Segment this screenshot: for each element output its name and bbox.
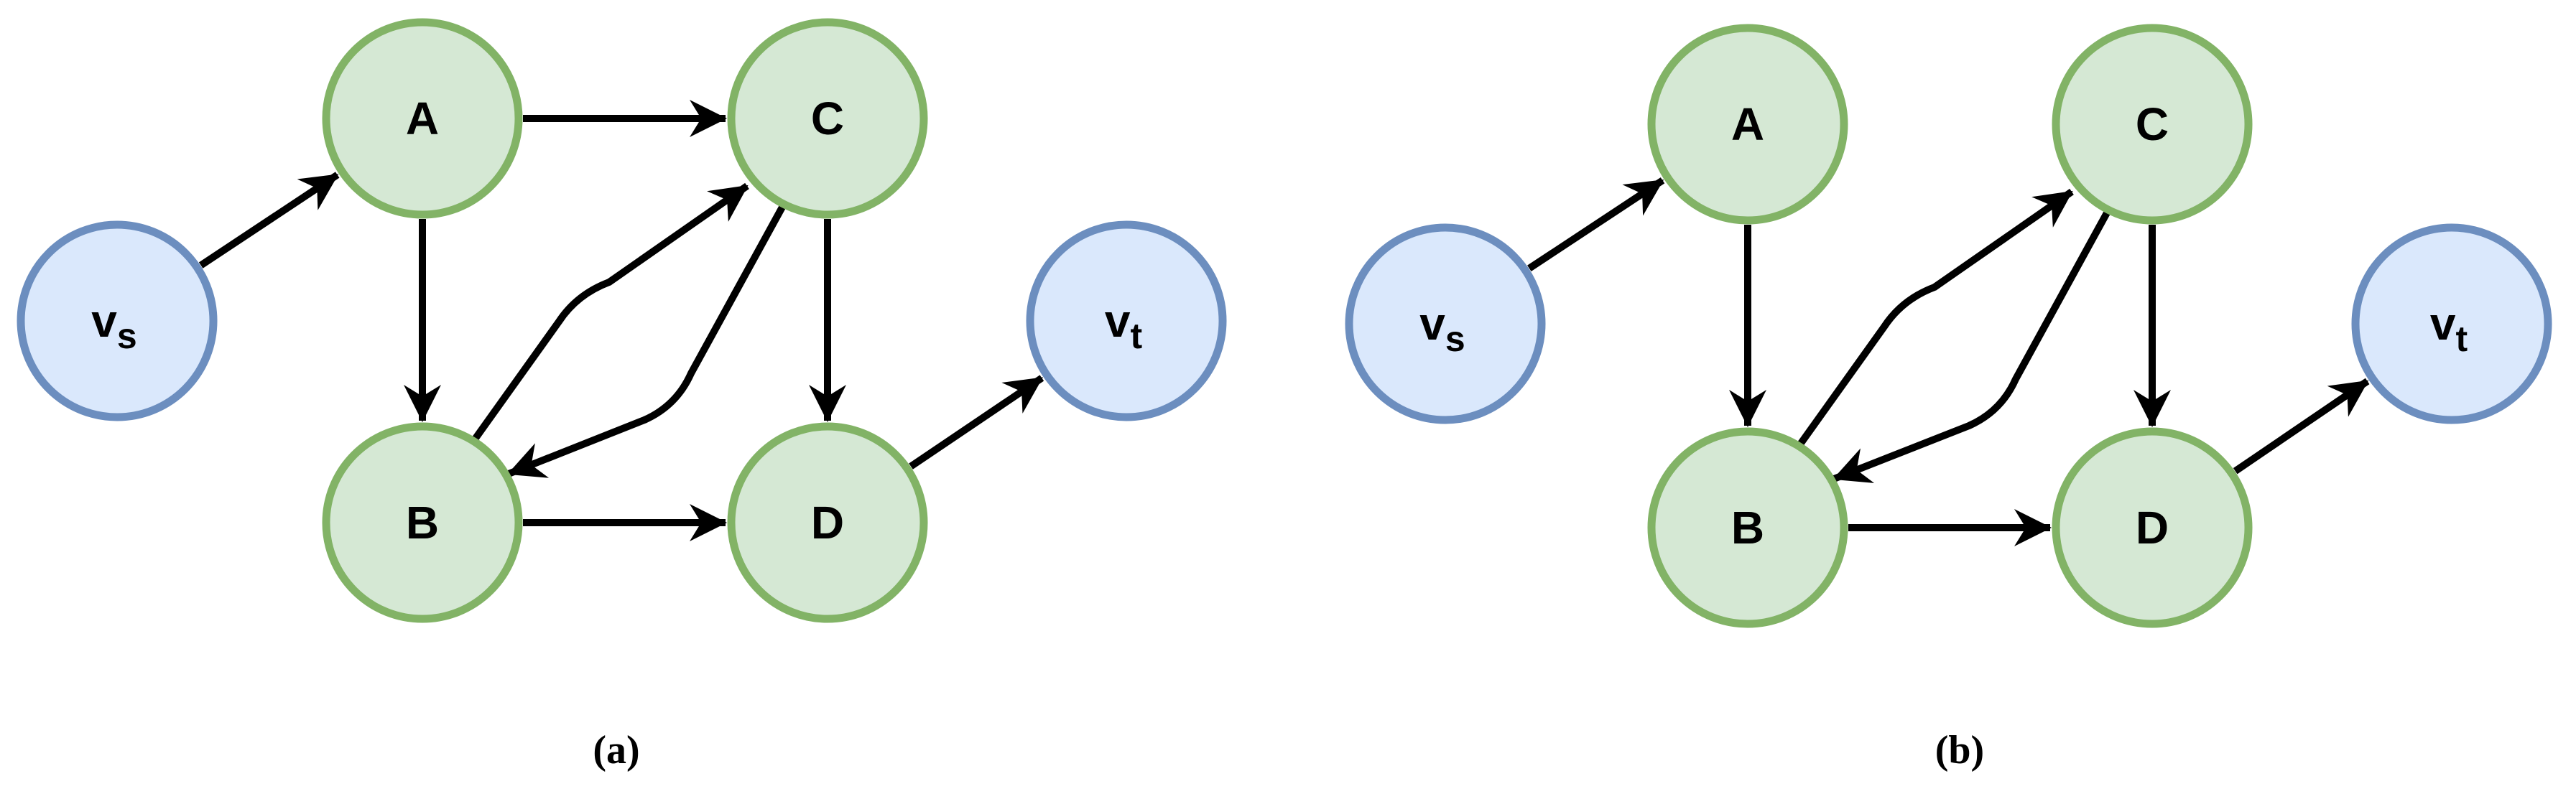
node-circle (1026, 220, 1227, 421)
caption-b: (b) (1935, 728, 1984, 772)
node-vs: vs (1345, 223, 1546, 424)
node-circle (2351, 223, 2552, 424)
edge-C-to-B (507, 201, 788, 478)
node-B: B (1647, 427, 1848, 628)
node-label: B (1731, 502, 1764, 554)
node-label-subscript: t (2455, 319, 2468, 359)
node-A: A (1647, 24, 1848, 225)
node-label-main: D (2136, 502, 2169, 554)
edge-D-to-vt (909, 375, 1044, 470)
edge-B-to-C (469, 182, 749, 444)
node-vt: vt (2351, 223, 2552, 424)
node-circle (17, 220, 218, 421)
node-label-main: A (1731, 98, 1764, 150)
node-label-subscript: s (117, 316, 137, 356)
node-circle (322, 422, 523, 623)
node-A: A (322, 18, 523, 219)
node-label-subscript: t (1130, 316, 1142, 356)
node-circle (1345, 223, 1546, 424)
node-label-main: C (811, 93, 844, 144)
node-label-main: v (1105, 295, 1131, 347)
node-label-main: C (2136, 98, 2169, 150)
node-label: C (811, 93, 844, 144)
node-B: B (322, 422, 523, 623)
edge-C-to-B (1833, 207, 2113, 483)
node-circle (322, 18, 523, 219)
node-label-main: A (406, 93, 439, 144)
node-circle (2052, 24, 2253, 225)
node-label-subscript: s (1445, 319, 1465, 359)
node-circle (1647, 24, 1848, 225)
node-vt: vt (1026, 220, 1227, 421)
node-label: D (2136, 502, 2169, 554)
node-label: vs (1419, 298, 1465, 359)
node-label: vs (91, 295, 136, 356)
node-label: vt (2430, 298, 2468, 359)
node-vs: vs (17, 220, 218, 421)
node-label: C (2136, 98, 2169, 150)
node-C: C (2052, 24, 2253, 225)
node-label-main: v (1419, 298, 1445, 350)
edge-layer (198, 100, 1044, 541)
node-C: C (727, 18, 928, 219)
node-label-main: B (1731, 502, 1764, 554)
edge-B-to-C (1794, 188, 2074, 449)
node-D: D (727, 422, 928, 623)
node-circle (727, 422, 928, 623)
node-label-main: v (2430, 298, 2456, 350)
node-label-main: D (811, 497, 844, 548)
node-D: D (2052, 427, 2253, 628)
node-circle (727, 18, 928, 219)
node-circle (1647, 427, 1848, 628)
node-label: D (811, 497, 844, 548)
node-circle (2052, 427, 2253, 628)
edge-vs-to-A (198, 172, 340, 269)
edge-vs-to-A (1527, 177, 1665, 272)
node-label-main: v (91, 295, 117, 347)
edge-D-to-vt (2233, 378, 2370, 475)
node-label: B (406, 497, 439, 548)
node-label: A (406, 93, 439, 144)
edge-layer (1527, 177, 2370, 546)
node-label: A (1731, 98, 1764, 150)
node-label: vt (1105, 295, 1143, 356)
caption-a: (a) (593, 728, 639, 772)
node-label-main: B (406, 497, 439, 548)
